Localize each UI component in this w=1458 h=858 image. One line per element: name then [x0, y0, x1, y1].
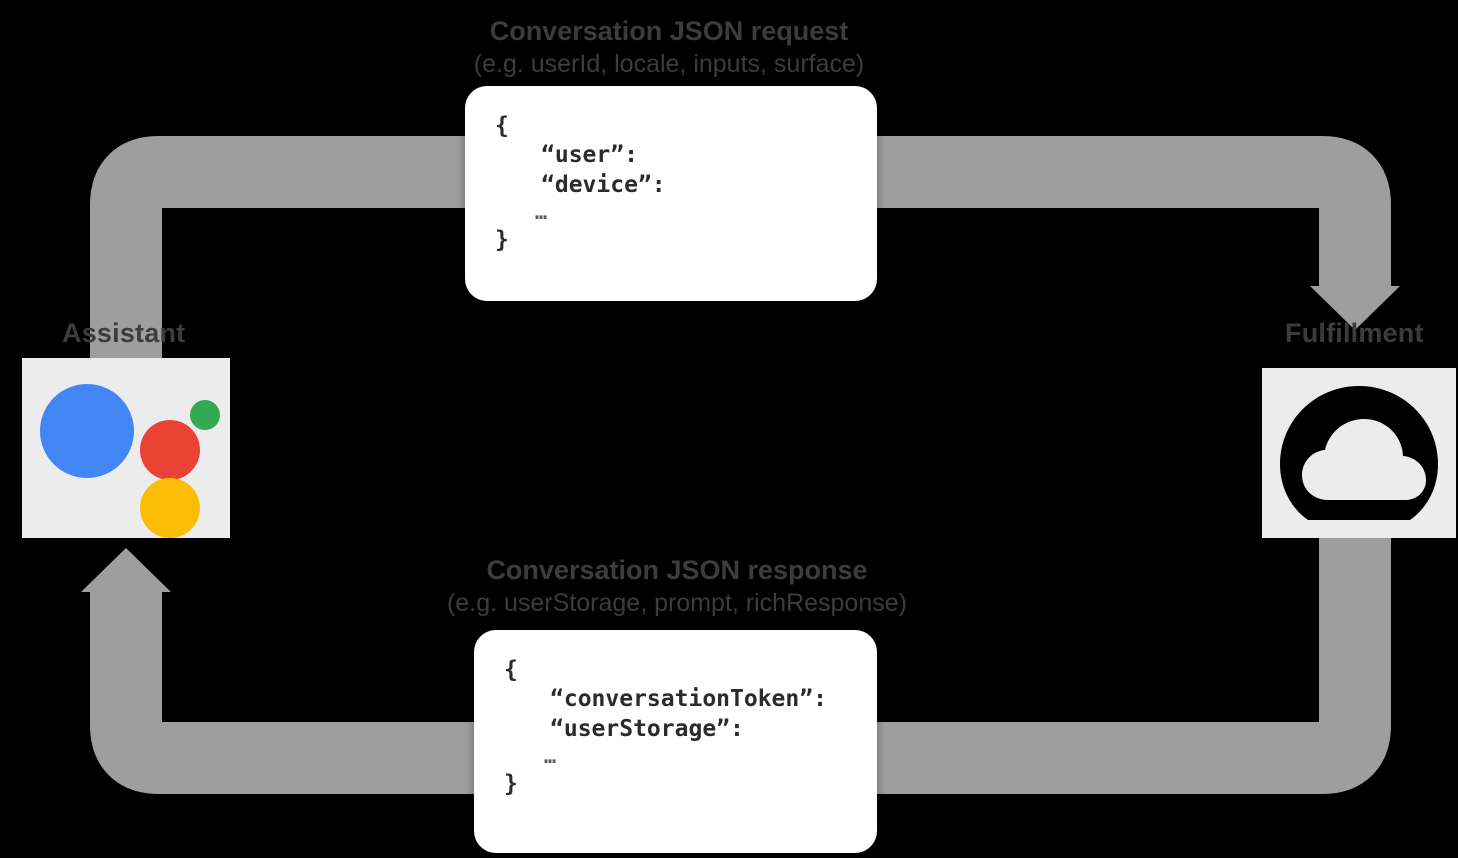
assistant-dot-green [190, 400, 220, 430]
fulfillment-caption: Fulfillment [1285, 318, 1424, 348]
assistant-caption: Assistant [62, 318, 186, 348]
request-json-card: { “user”: “device”: … } [465, 86, 877, 301]
request-flow-label: Conversation JSON request (e.g. userId, … [429, 14, 909, 80]
assistant-dot-yellow [140, 478, 200, 538]
google-assistant-icon [22, 358, 230, 538]
response-label-line1: Conversation JSON response [486, 555, 868, 585]
json-line: … [544, 744, 557, 769]
json-line: … [535, 200, 548, 225]
response-json-card: { “conversationToken”: “userStorage”: … … [474, 630, 877, 853]
cloud-functions-icon [1262, 368, 1456, 538]
assistant-dot-blue [40, 384, 134, 478]
json-line: } [495, 226, 509, 253]
json-line: “user”: [541, 142, 638, 169]
request-label-line1: Conversation JSON request [489, 16, 849, 46]
request-label-line2: (e.g. userId, locale, inputs, surface) [473, 50, 865, 78]
json-line: } [504, 770, 518, 797]
json-line: { [504, 657, 518, 683]
json-line: { [495, 113, 509, 139]
json-line: “userStorage”: [550, 715, 744, 742]
assistant-dot-red [140, 420, 200, 480]
json-line: “device”: [541, 171, 666, 198]
response-flow-label: Conversation JSON response (e.g. userSto… [437, 553, 917, 619]
response-label-line2: (e.g. userStorage, prompt, richResponse) [447, 589, 907, 617]
json-line: “conversationToken”: [550, 686, 827, 713]
